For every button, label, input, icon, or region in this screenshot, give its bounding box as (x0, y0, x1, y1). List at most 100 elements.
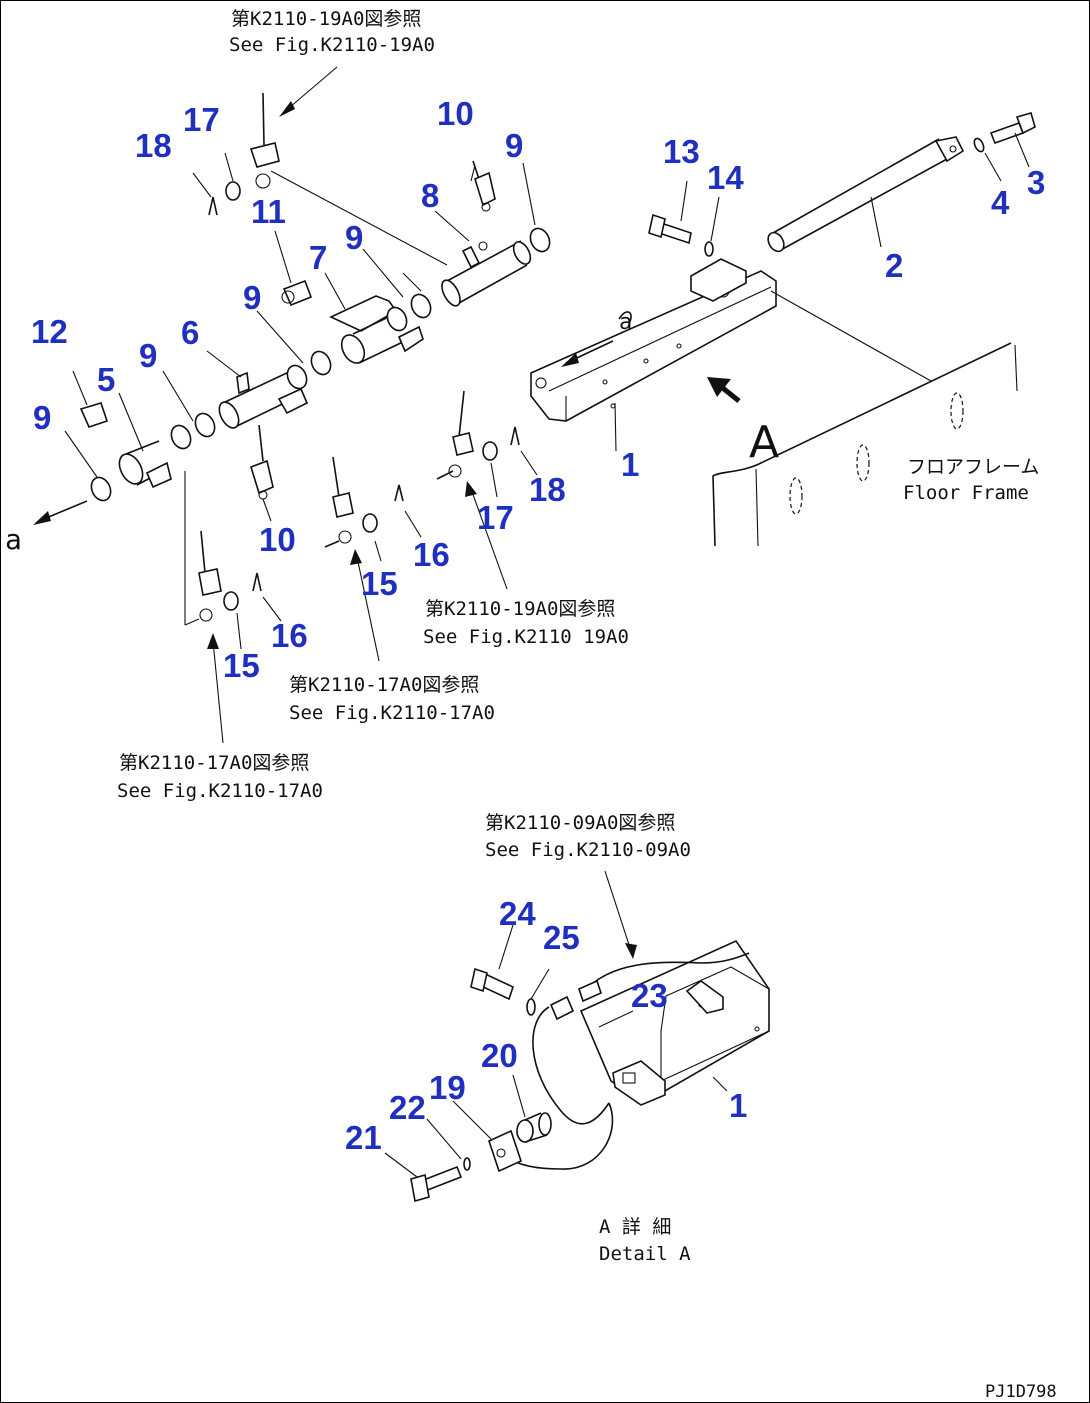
callout-17-top: 17 (183, 101, 220, 138)
ref-center-en: See Fig.K2110-17A0 (289, 702, 495, 724)
callout-8: 8 (421, 177, 439, 214)
detail-a-bushing-part-20 (516, 1112, 552, 1143)
bushing-part-9-end (90, 476, 112, 502)
shaft-part-2 (767, 136, 965, 253)
callout-5: 5 (97, 361, 115, 398)
detail-a-leaders (384, 870, 728, 1178)
callout-18-top: 18 (135, 127, 172, 164)
bracket-part-7 (329, 295, 424, 364)
ref-top-en: See Fig.K2110-19A0 (229, 34, 435, 56)
detail-a-bolt-part-24 (470, 967, 514, 1001)
view-letter-a: A (749, 417, 779, 468)
callout-3: 3 (1027, 164, 1045, 201)
callout-13: 13 (663, 133, 700, 170)
callout-10-bottom: 10 (259, 521, 296, 558)
arrow-letter-a-left: a (5, 523, 22, 556)
callout-9-b: 9 (345, 219, 363, 256)
callout-4: 4 (991, 184, 1010, 221)
callout-12: 12 (31, 313, 68, 350)
detail-a-en: Detail A (599, 1243, 691, 1265)
callout-15-center: 15 (361, 565, 398, 602)
callout-7: 7 (309, 239, 327, 276)
drawing-id: PJ1D798 (985, 1382, 1057, 1402)
ref-left-en: See Fig.K2110-17A0 (117, 780, 323, 802)
callout-16-center: 16 (413, 536, 450, 573)
arrow-a-left (33, 500, 88, 525)
callout-19: 19 (429, 1069, 466, 1106)
callout-23: 23 (631, 977, 668, 1014)
cotter-part-18-right (510, 426, 520, 446)
ref-top-jp: 第K2110-19A0図参照 (231, 8, 421, 30)
washer-part-4 (973, 137, 985, 153)
nut-part-15-left (223, 591, 239, 611)
detail-a-washer-part-25 (526, 998, 536, 1016)
leader-ref-19a-right (470, 488, 508, 590)
nut-part-15-center (362, 513, 378, 533)
callout-20: 20 (481, 1037, 518, 1074)
detail-a-clamp-part-19 (488, 1129, 522, 1173)
floor-frame-jp: フロアフレーム (907, 456, 1039, 478)
detail-a-switch-part-23 (612, 1060, 666, 1106)
ref-left-jp: 第K2110-17A0図参照 (119, 752, 309, 774)
bushing-part-9-left-c (170, 424, 192, 450)
rod-upper-left (249, 92, 448, 266)
leader-ref-17a-left (212, 640, 224, 744)
callout-11: 11 (251, 193, 286, 230)
bolt-part-3 (989, 112, 1036, 145)
callout-6: 6 (181, 314, 199, 351)
ref-detail-jp: 第K2110-09A0図参照 (485, 812, 675, 834)
ref-center-jp: 第K2110-17A0図参照 (289, 674, 479, 696)
arrow-letter-a-upper: a (619, 310, 632, 335)
bushing-part-9-left-d (194, 412, 216, 438)
bushing-part-9-mid-b (410, 293, 432, 319)
rod-lower-center (324, 456, 354, 548)
callout-16-left: 16 (271, 617, 308, 654)
leader-ref-17a-center (356, 556, 380, 662)
detail-a-bolt-part-21 (410, 1165, 463, 1203)
rod-lower-left (198, 530, 222, 622)
pin-part-11 (281, 279, 313, 307)
bushing-part-9-left-b (310, 350, 332, 376)
callout-15-left: 15 (223, 647, 260, 684)
callout-14: 14 (707, 159, 744, 196)
detail-a-washer-part-22 (463, 1157, 471, 1171)
cotter-part-18-top (208, 196, 218, 216)
floor-frame (712, 290, 1018, 547)
arrow-a-bracket (561, 311, 632, 367)
cotter-part-16-left (252, 572, 262, 592)
callout-9-e: 9 (33, 399, 51, 436)
callout-9-c: 9 (243, 279, 261, 316)
bolt-part-13 (648, 213, 692, 245)
callout-22: 22 (389, 1089, 426, 1126)
callout-1-detail: 1 (729, 1087, 747, 1124)
clevis-part-10-bottom (250, 424, 274, 500)
callout-18-right: 18 (529, 471, 566, 508)
view-a-arrow (707, 377, 741, 403)
pipe-upper (441, 240, 532, 307)
callout-24: 24 (499, 895, 536, 932)
ref-right-jp: 第K2110-19A0図参照 (425, 598, 615, 620)
callout-leaders-top (64, 132, 1030, 650)
cotter-part-16-center (394, 484, 404, 502)
detail-a-cable (506, 952, 750, 1170)
ref-right-en: See Fig.K2110 19A0 (423, 626, 629, 648)
pipe-part-6 (218, 370, 309, 429)
detail-a-jp: A 詳 細 (599, 1216, 671, 1238)
callout-2: 2 (885, 247, 903, 284)
clevis-part-10-top (472, 160, 496, 212)
washer-part-14 (704, 241, 714, 257)
rod-lower-right (436, 390, 474, 480)
bracket-part-1-top (530, 258, 777, 422)
callout-17-right: 17 (477, 499, 514, 536)
callout-1-top: 1 (621, 446, 639, 483)
callout-10-top: 10 (437, 95, 474, 132)
detail-a-bracket-part-1 (579, 939, 770, 1102)
callout-9-d: 9 (139, 337, 157, 374)
bolt-part-12 (79, 402, 109, 428)
ref-detail-en: See Fig.K2110-09A0 (485, 839, 691, 861)
bushing-part-9-top (529, 227, 551, 253)
callout-9-a: 9 (505, 127, 523, 164)
callout-21: 21 (345, 1119, 382, 1156)
